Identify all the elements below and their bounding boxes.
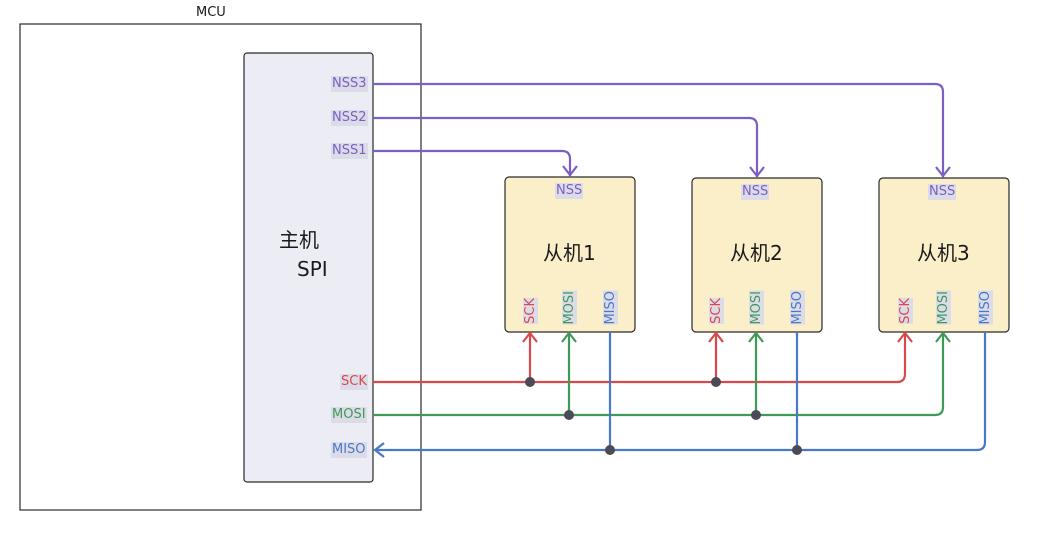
slave2-name: 从机2 — [730, 241, 783, 265]
slave2-miso: MISO — [790, 291, 805, 325]
junction-sck-1 — [525, 377, 535, 387]
slave3-miso: MISO — [978, 291, 993, 325]
junction-mosi-2 — [751, 410, 761, 420]
miso-wire — [375, 332, 987, 452]
mosi-wire — [373, 334, 945, 417]
slave3-mosi: MOSI — [936, 291, 951, 325]
slave2-box — [691, 177, 823, 333]
slave1-miso: MISO — [603, 291, 618, 325]
master-pin-miso: MISO — [331, 442, 367, 458]
junction-mosi-1 — [564, 410, 574, 420]
slave2-mosi: MOSI — [749, 291, 764, 325]
slave2-sck: SCK — [709, 298, 724, 324]
slave3-box — [878, 177, 1010, 333]
mosi-arrow-1 — [561, 331, 577, 343]
slave2-nss: NSS — [741, 184, 770, 200]
nss1-wire — [373, 149, 572, 176]
master-name-line1: 主机 — [279, 228, 319, 252]
junction-miso-1 — [605, 445, 615, 455]
nss3-wire — [373, 82, 945, 177]
nss2-arrow — [749, 166, 765, 178]
junction-sck-2 — [711, 377, 721, 387]
miso-arrow — [373, 442, 385, 458]
master-pin-nss1: NSS1 — [331, 143, 368, 159]
sck-arrow-2 — [708, 331, 724, 343]
sck-arrow-3 — [897, 331, 913, 343]
junction-miso-2 — [792, 445, 802, 455]
slave1-box — [504, 176, 636, 333]
slave1-name: 从机1 — [543, 241, 596, 265]
mcu-label: MCU — [196, 5, 226, 20]
slave3-sck: SCK — [898, 298, 913, 324]
slave3-name: 从机3 — [917, 241, 970, 265]
mosi-arrow-2 — [748, 331, 764, 343]
nss3-arrow — [935, 166, 951, 178]
master-pin-mosi: MOSI — [331, 407, 367, 423]
master-pin-nss3: NSS3 — [331, 76, 368, 92]
slave1-nss: NSS — [555, 183, 584, 199]
sck-wire — [373, 334, 907, 384]
slave3-nss: NSS — [928, 184, 957, 200]
master-pin-sck: SCK — [340, 374, 368, 390]
slave1-mosi: MOSI — [562, 291, 577, 325]
nss1-arrow — [562, 165, 578, 177]
master-name-line2: SPI — [297, 257, 328, 281]
sck-arrow-1 — [522, 331, 538, 343]
slave1-sck: SCK — [523, 298, 538, 324]
nss2-wire — [373, 116, 759, 177]
mosi-arrow-3 — [935, 331, 951, 343]
master-pin-nss2: NSS2 — [331, 110, 368, 126]
